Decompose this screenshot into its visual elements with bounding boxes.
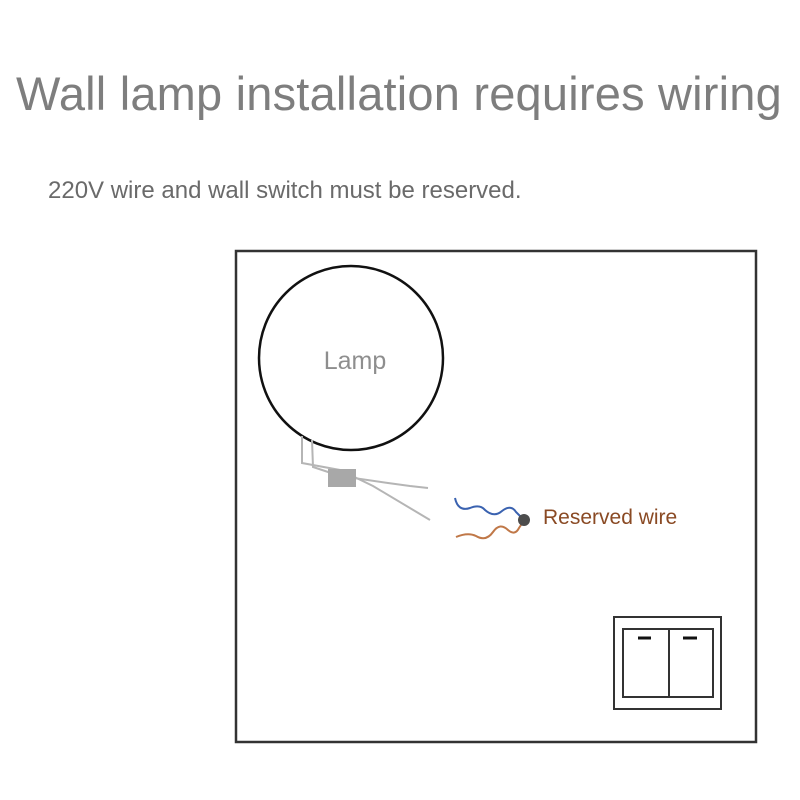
page-subtitle: 220V wire and wall switch must be reserv… [48,177,522,204]
double-rocker-switch-icon [613,616,722,710]
wire-junction-dot [518,514,530,526]
lamp-circle [257,264,445,452]
lamp-label: Lamp [324,347,387,375]
neutral-wire [455,521,524,540]
reserved-wire-label: Reserved wire [543,506,677,529]
reserved-wires [454,497,524,540]
wire-connector-block-icon [328,469,356,487]
lamp: Lamp [257,264,445,452]
lamp-wire-inner [311,439,429,489]
page-title: Wall lamp installation requires wiring [16,67,782,120]
live-wire [454,497,524,520]
